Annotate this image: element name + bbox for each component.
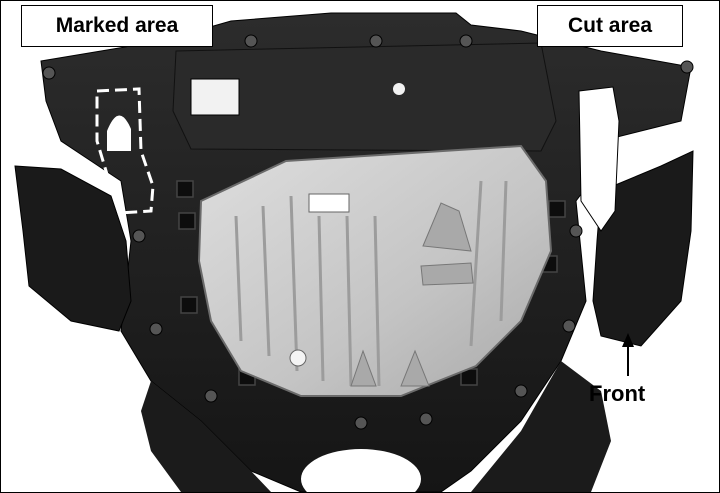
- mounting-bolts: [42, 34, 694, 430]
- undercover-right-wing: [592, 150, 694, 347]
- cut-area-opening: [578, 86, 620, 232]
- cut-area-label: Cut area: [537, 5, 683, 47]
- skid-plate-embossed-ridge: [420, 262, 474, 286]
- skid-plate-slot: [308, 193, 350, 213]
- upper-panel-hole: [393, 83, 405, 95]
- skid-plate-embossed-ridge: [400, 349, 430, 387]
- undercover-cutout: [301, 449, 421, 492]
- undercover-lower-section: [471, 361, 611, 492]
- front-label: Front: [589, 381, 646, 406]
- undercover-lower-section: [141, 381, 271, 492]
- undercover-left-wing: [14, 165, 132, 332]
- marked-area-outline: [95, 87, 155, 215]
- skid-plate-ribs: [234, 180, 508, 387]
- upper-panel-opening: [190, 78, 240, 116]
- skid-plate-hole: [289, 349, 307, 367]
- skid-plate-embossed-ridge: [422, 202, 472, 252]
- skid-plate-embossed-ridge: [350, 349, 377, 387]
- marked-area-label: Marked area: [21, 5, 213, 47]
- marked-area-cutout: [107, 115, 131, 151]
- arrow-up-icon: [622, 333, 634, 376]
- retaining-clips: [176, 180, 566, 386]
